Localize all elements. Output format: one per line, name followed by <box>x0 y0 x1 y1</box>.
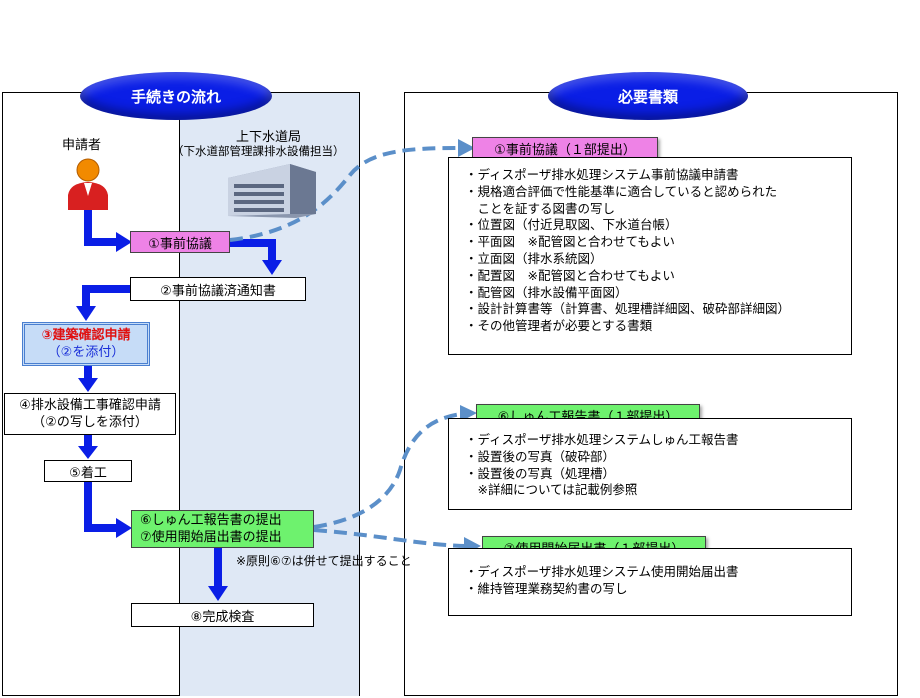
arrowhead-s3 <box>76 306 96 321</box>
step-completion-inspection: ⑧完成検査 <box>131 603 314 627</box>
doc1-item: ・立面図（排水系統図） <box>465 250 603 266</box>
doc6-item: ・ディスポーザ排水処理システムしゅん工報告書 <box>465 432 739 447</box>
building-icon <box>228 164 316 218</box>
flow-title: 手続きの流れ <box>80 72 272 120</box>
arrowhead-s6 <box>116 518 132 538</box>
doc1-item: ・設計計算書等（計算書、処理槽詳細図、破砕部詳細図） <box>465 301 791 317</box>
arrowhead-s1 <box>116 232 132 252</box>
dashed-link-s1 <box>229 146 461 242</box>
doc6-item: ・設置後の写真（破砕部） <box>465 448 616 464</box>
step-consultation-notice: ②事前協議済通知書 <box>130 277 306 301</box>
step-drainage-application-note: （②の写しを添付） <box>32 415 148 430</box>
arrow-applicant-to-s1 <box>84 210 116 246</box>
applicant-person-icon <box>68 158 108 210</box>
step-building-confirmation-note: （②を添付） <box>47 345 125 360</box>
doc1-tag: ①事前協議（１部提出） <box>472 137 658 159</box>
arrowhead-s8 <box>208 586 228 601</box>
submission-note: ※原則⑥⑦は併せて提出すること <box>236 554 412 568</box>
doc7-item: ・維持管理業務契約書の写し <box>465 580 628 596</box>
bureau-label: 上下水道局 <box>236 130 302 145</box>
arrow-s2-to-s3 <box>82 285 130 308</box>
dashed-link-s7 <box>313 528 467 548</box>
doc1-item: ・配置図 ※配管図と合わせてもよい <box>465 267 675 283</box>
doc1-item: ・ディスポーザ排水処理システム事前協議申請書 <box>465 167 739 182</box>
arrowhead-s4 <box>78 378 98 392</box>
arrow-s5-to-s6 <box>84 482 116 532</box>
doc7-item: ・ディスポーザ排水処理システム使用開始届出書 <box>465 564 739 579</box>
step-prior-consultation: ①事前協議 <box>130 231 230 253</box>
doc1-list: ・ディスポーザ排水処理システム事前協議申請書 ・規格適合評価で性能基準に適合して… <box>448 157 852 355</box>
step-drainage-application: ④排水設備工事確認申請 （②の写しを添付） <box>4 393 176 435</box>
dashed-arrowhead-6 <box>460 405 477 422</box>
applicant-label: 申請者 <box>62 138 102 153</box>
documents-title: 必要書類 <box>548 72 748 120</box>
arrowhead-s5 <box>78 446 98 459</box>
doc1-item: ・平面図 ※配管図と合わせてもよい <box>465 234 675 250</box>
step-start-of-use-notice: ⑦使用開始届出書の提出 <box>140 530 282 545</box>
doc1-item: ことを証する図書の写し <box>465 200 616 216</box>
doc6-item: ・設置後の写真（処理槽） <box>465 465 616 481</box>
doc7-list: ・ディスポーザ排水処理システム使用開始届出書 ・維持管理業務契約書の写し <box>448 548 852 616</box>
arrow-s1-to-s2 <box>230 239 276 262</box>
step-drainage-application-title: ④排水設備工事確認申請 <box>19 398 161 413</box>
doc6-item: ※詳細については記載例参照 <box>465 482 638 498</box>
doc1-item: ・規格適合評価で性能基準に適合していると認められた <box>465 183 778 199</box>
step-completion-reports: ⑥しゅん工報告書の提出 ⑦使用開始届出書の提出 <box>131 510 314 548</box>
doc1-item: ・配管図（排水設備平面図） <box>465 284 628 300</box>
doc1-item: ・その他管理者が必要とする書類 <box>465 318 653 334</box>
step-construction-start: ⑤着工 <box>44 460 132 482</box>
bureau-subtitle: （下水道部管理課排水設備担当） <box>172 144 345 158</box>
dashed-arrowhead-1 <box>458 139 475 157</box>
step-building-confirmation-title: ③建築確認申請 <box>41 328 131 343</box>
doc1-item: ・位置図（付近見取図、下水道台帳） <box>465 217 678 233</box>
dashed-link-s6 <box>313 412 463 529</box>
step-completion-report: ⑥しゅん工報告書の提出 <box>140 513 282 528</box>
step-building-confirmation: ③建築確認申請 （②を添付） <box>22 322 150 366</box>
doc6-list: ・ディスポーザ排水処理システムしゅん工報告書 ・設置後の写真（破砕部） ・設置後… <box>448 418 852 510</box>
arrowhead-s2 <box>262 260 282 275</box>
